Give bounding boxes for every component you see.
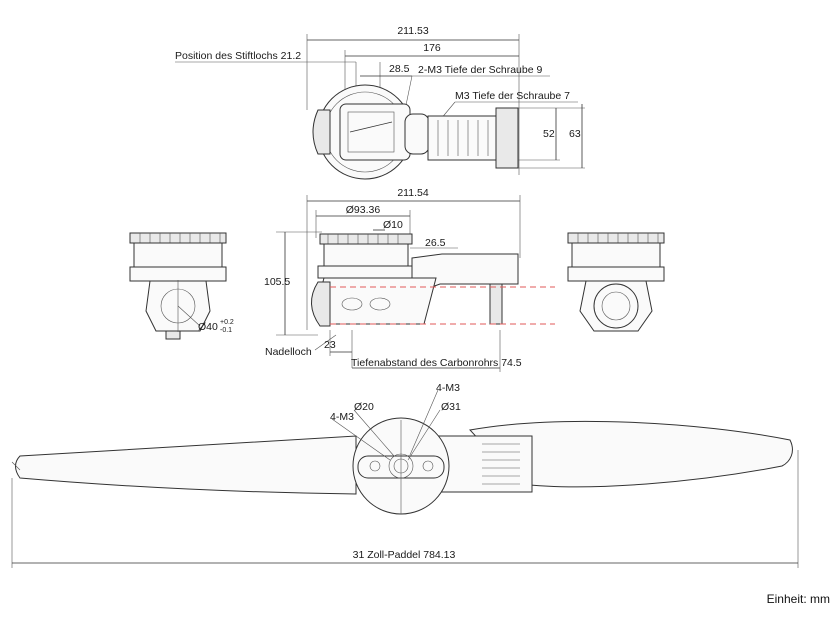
rear-view (567, 232, 665, 332)
unit-label: Einheit: mm (766, 592, 830, 606)
screw-4m3-right: 4-M3 (436, 382, 460, 394)
needle-hole-label: Nadelloch (265, 346, 312, 358)
side-view: 211.54 Ø93.36 Ø10 26.5 (264, 187, 555, 372)
dia-40-tol-minus: -0.1 (220, 327, 232, 334)
dim-105-5: 105.5 (264, 276, 290, 288)
bottom-view: 4-M3 Ø20 Ø31 4-M3 31 Zoll-Paddel 784.13 (11, 382, 799, 568)
front-view: Ø40 +0.2 -0.1 (129, 232, 234, 340)
dim-26-5: 26.5 (425, 237, 446, 249)
carbon-depth-label: Tiefenabstand des Carbonrohrs 74.5 (351, 357, 522, 369)
dia-40-tol-plus: +0.2 (220, 319, 234, 326)
pin-hole-label: Position des Stiftlochs 21.2 (175, 50, 301, 62)
dia-20: Ø20 (354, 401, 374, 413)
dim-176: 176 (423, 42, 441, 54)
screw-m3-label: M3 Tiefe der Schraube 7 (455, 90, 570, 102)
screw-4m3-left: 4-M3 (330, 411, 354, 423)
dia-31: Ø31 (441, 401, 461, 413)
top-view: 211.53 176 Position des Stiftlochs 21.2 … (175, 25, 585, 180)
dim-28-5: 28.5 (389, 63, 410, 75)
dim-211-53-top: 211.53 (397, 25, 428, 37)
dim-23: 23 (324, 339, 336, 351)
paddle-length: 31 Zoll-Paddel 784.13 (353, 549, 456, 561)
dim-52: 52 (543, 128, 555, 140)
dim-63: 63 (569, 128, 581, 140)
dia-10: Ø10 (383, 219, 403, 231)
screw-2m3-label: 2-M3 Tiefe der Schraube 9 (418, 64, 542, 76)
dia-93-36: Ø93.36 (346, 204, 381, 216)
dim-211-54-side: 211.54 (397, 187, 428, 199)
dia-40: Ø40 (198, 321, 218, 333)
